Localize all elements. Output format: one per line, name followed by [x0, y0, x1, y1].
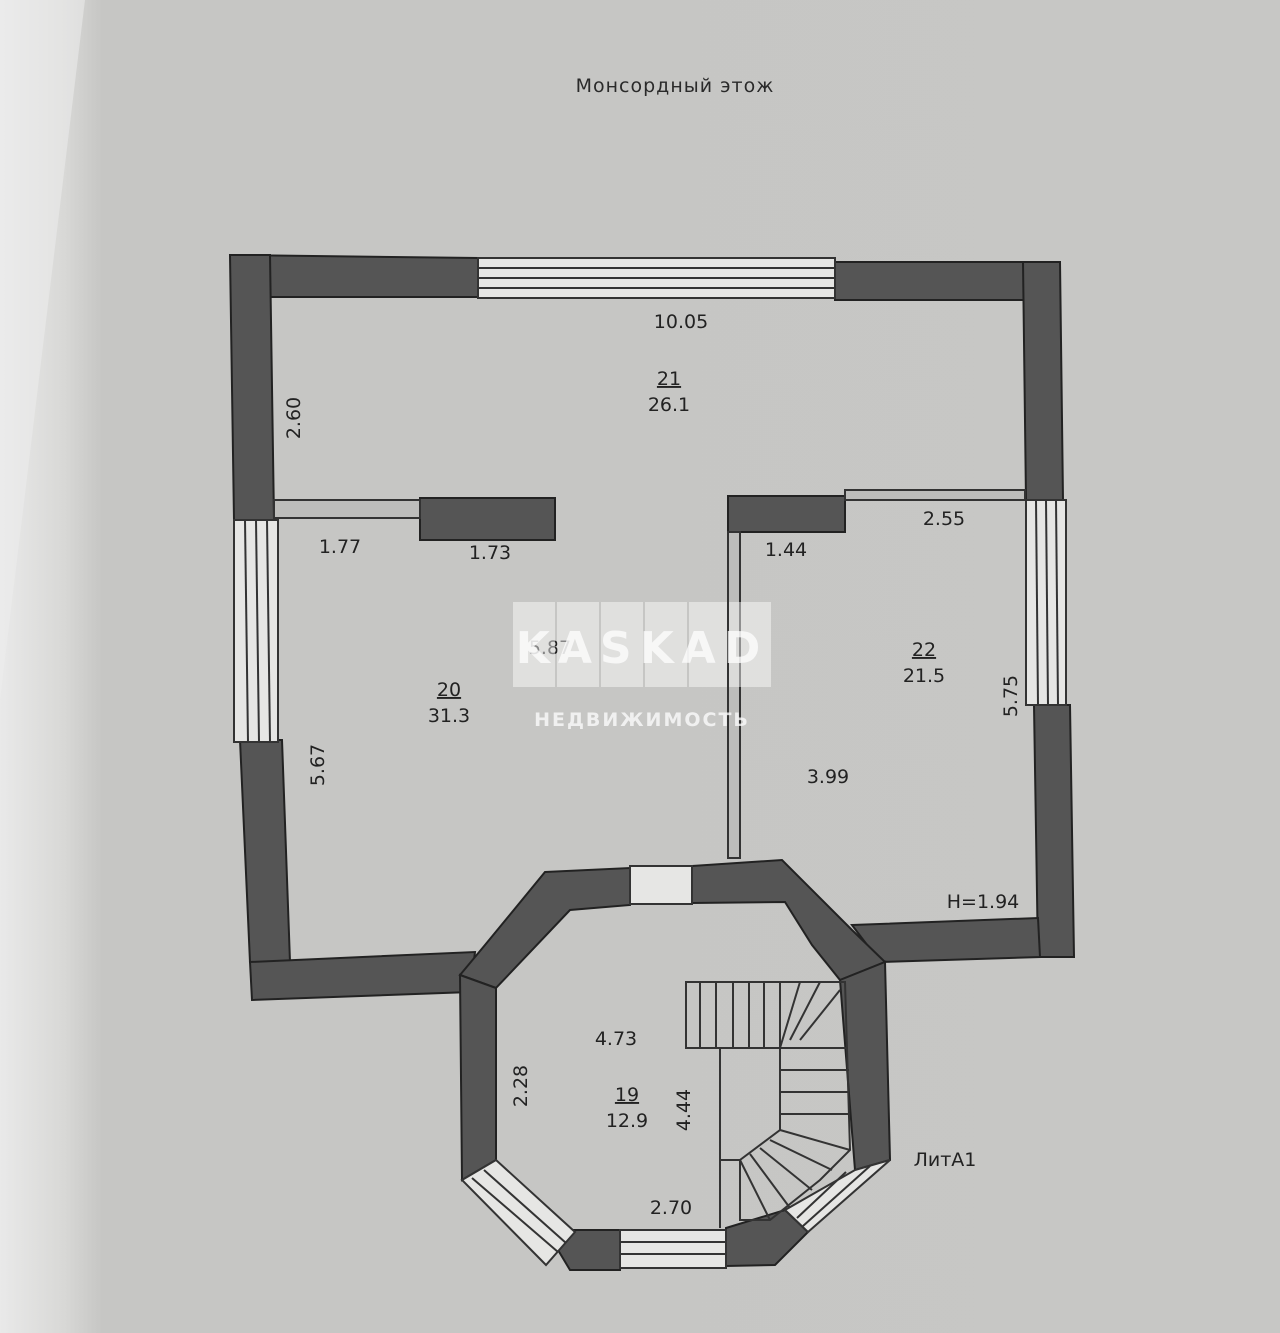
dim-partition-right-short: 1.44: [765, 539, 807, 561]
dim-stair-height: 4.44: [673, 1089, 695, 1131]
dim-room20-width: 5.87: [529, 637, 571, 659]
staircase: [685, 981, 852, 1228]
watermark-brand: KASKAD: [516, 623, 769, 674]
room-number: 19: [615, 1084, 639, 1106]
windows: [233, 257, 1067, 1269]
tower-opening-top: [629, 865, 693, 905]
partition-block-right: [727, 495, 846, 533]
litera-label: ЛитА1: [914, 1149, 977, 1171]
dim-room22-width: 3.99: [807, 766, 849, 788]
sheet-title: Монсордный этож: [576, 75, 775, 97]
room-area: 26.1: [648, 394, 690, 416]
window-left: [233, 519, 279, 743]
dim-top-width: 10.05: [654, 311, 708, 333]
room-21-label: 21 26.1: [648, 368, 690, 416]
room-number: 22: [912, 639, 936, 661]
room-number: 21: [657, 368, 681, 390]
wall-bottom-right: [850, 916, 1042, 964]
room-22-label: 22 21.5: [903, 639, 945, 687]
wall-right-upper: [1021, 261, 1065, 501]
room-area: 12.9: [606, 1110, 648, 1132]
wall-left-upper: [228, 254, 276, 521]
dim-stair-left: 2.28: [510, 1065, 532, 1107]
watermark-logo: KASKAD НЕДВИЖИМОСТЬ: [513, 602, 771, 731]
window-tower-bottom: [619, 1229, 727, 1269]
dim-room22-height: 5.75: [1000, 675, 1022, 717]
partition-block-left: [419, 497, 556, 541]
tower-wall-left: [458, 973, 497, 1182]
room-area: 21.5: [903, 665, 945, 687]
walls: [228, 254, 1076, 1002]
ceiling-height-label: H=1.94: [947, 891, 1020, 913]
room-number: 20: [437, 679, 461, 701]
dimension-labels: 10.05 2.60 1.77 1.73 1.44 2.55 5.87 5.67…: [283, 311, 1022, 1219]
room-area: 31.3: [428, 705, 470, 727]
watermark-subtitle: НЕДВИЖИМОСТЬ: [534, 709, 750, 731]
dim-left-upper-height: 2.60: [283, 397, 305, 439]
partition-room22-21: [844, 489, 1026, 501]
thin-partitions: [273, 489, 1026, 859]
dim-partition-left: 1.77: [319, 536, 361, 558]
dim-stair-bottom: 2.70: [650, 1197, 692, 1219]
stair-tower-walls: [458, 858, 892, 1271]
partition-room20-22: [727, 531, 741, 859]
dim-room20-height: 5.67: [307, 744, 329, 786]
wall-left-lower: [238, 739, 292, 963]
tower-wall-top-left: [458, 866, 631, 990]
wall-right-lower: [1032, 704, 1076, 958]
window-tower-bottom-right: [783, 1159, 891, 1234]
dim-stair-width: 4.73: [595, 1028, 637, 1050]
dim-partition-right: 2.55: [923, 508, 965, 530]
room-19-label: 19 12.9: [606, 1084, 648, 1132]
room-20-label: 20 31.3: [428, 679, 470, 727]
window-tower-bottom-left: [460, 1158, 577, 1267]
tower-wall-top-right: [691, 858, 887, 982]
partition-room20-21: [273, 499, 421, 519]
window-top: [477, 257, 836, 299]
window-right: [1025, 499, 1067, 706]
dim-partition-mid: 1.73: [469, 542, 511, 564]
